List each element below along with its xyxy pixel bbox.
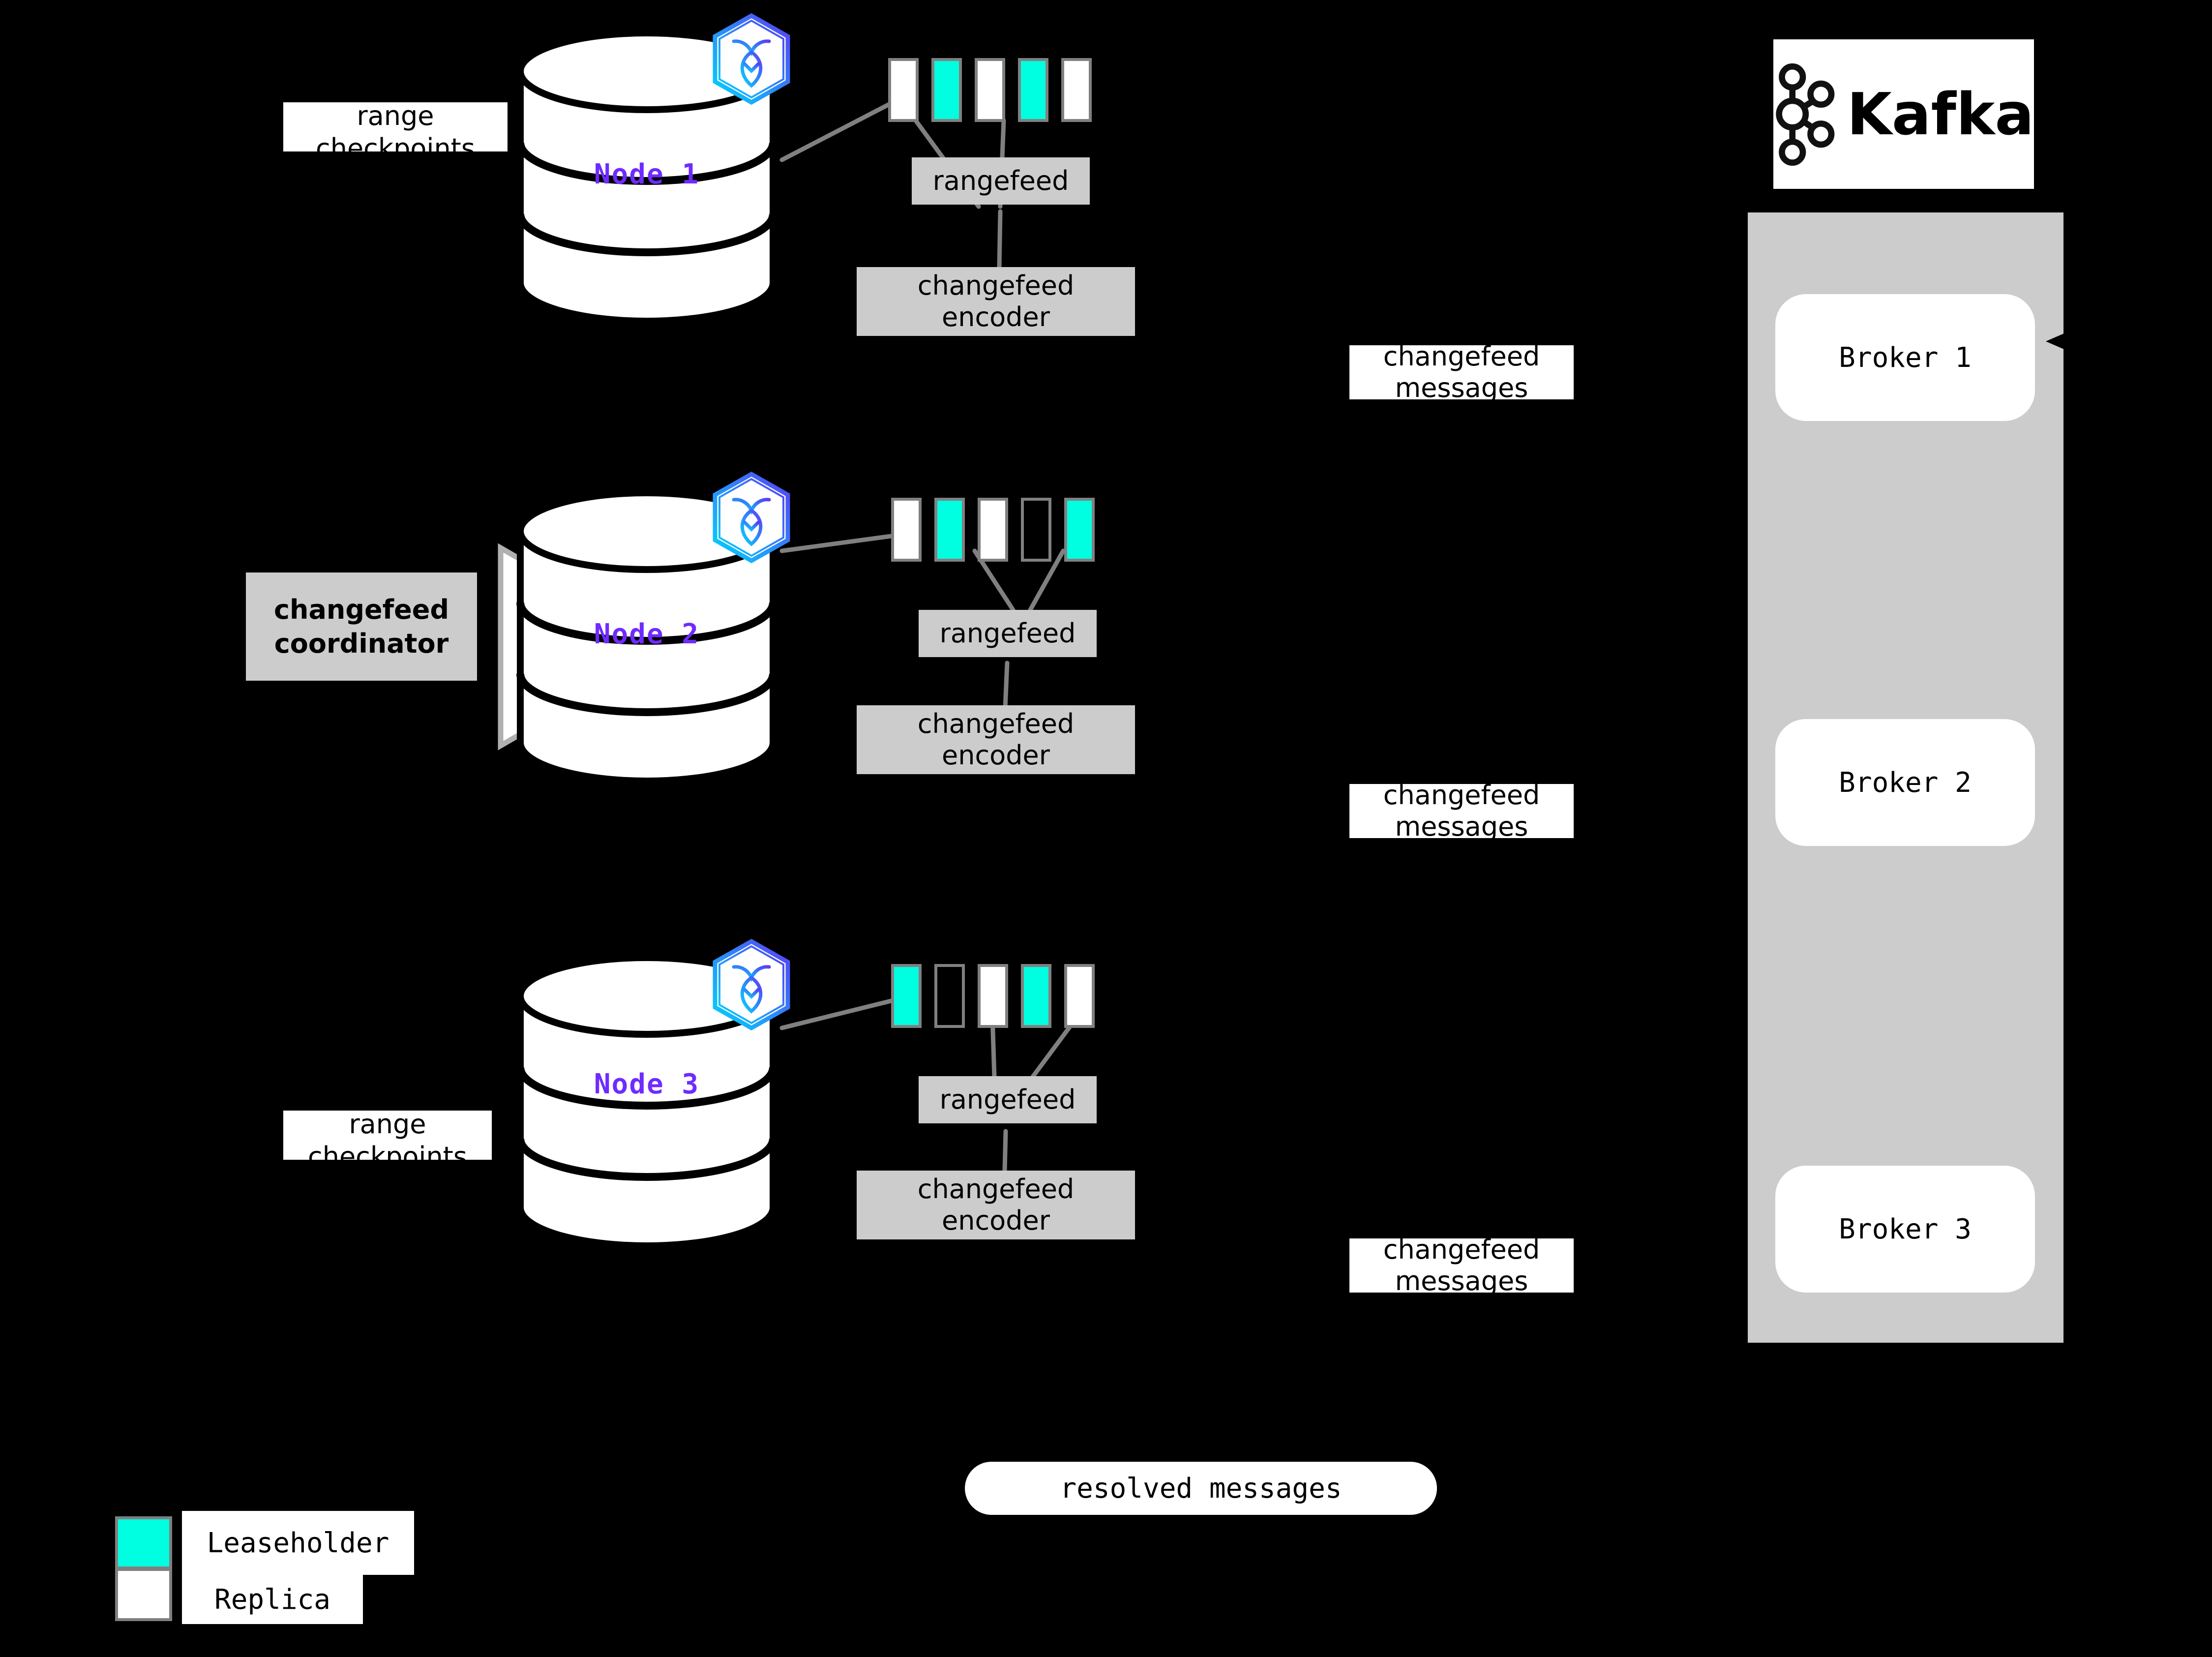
broker-1[interactable]: Broker 1 — [1775, 294, 2035, 421]
range-cell[interactable] — [978, 964, 1008, 1028]
rangefeed-box-node1[interactable]: rangefeed — [912, 157, 1090, 205]
changefeed-encoder-box-node1[interactable]: changefeed encoder — [857, 267, 1135, 336]
changefeed-messages-label-1: changefeed messages — [1349, 341, 1574, 403]
range-row-node2 — [891, 498, 1127, 562]
changefeed-messages-label-2: changefeed messages — [1349, 780, 1574, 842]
message-line-1: changefeed — [1383, 1234, 1540, 1265]
range-cell[interactable] — [888, 58, 919, 122]
legend-swatch-leaseholder — [115, 1516, 172, 1569]
range-cell[interactable] — [978, 498, 1008, 562]
range-cell[interactable] — [1021, 498, 1051, 562]
range-row-node3 — [891, 964, 1127, 1028]
encoder-line-2: encoder — [942, 740, 1050, 771]
range-cell[interactable] — [975, 58, 1005, 122]
kafka-logo: Kafka — [1773, 39, 2034, 189]
range-cell[interactable] — [891, 964, 922, 1028]
legend-label-leaseholder: Leaseholder — [182, 1511, 414, 1575]
changefeed-encoder-box-node3[interactable]: changefeed encoder — [857, 1171, 1135, 1239]
broker-2[interactable]: Broker 2 — [1775, 719, 2035, 846]
range-cell[interactable] — [1021, 964, 1051, 1028]
range-cell[interactable] — [1018, 58, 1048, 122]
message-line-1: changefeed — [1383, 780, 1540, 811]
coordinator-line-1: changefeed — [273, 594, 449, 625]
changefeed-messages-label-3: changefeed messages — [1349, 1234, 1574, 1296]
coordinator-line-2: coordinator — [274, 628, 449, 659]
range-cell[interactable] — [1064, 964, 1095, 1028]
broker-3[interactable]: Broker 3 — [1775, 1166, 2035, 1293]
node-cylinder-2[interactable]: Node 2 — [515, 489, 778, 784]
encoder-line-1: changefeed — [917, 1174, 1075, 1205]
message-line-2: messages — [1395, 372, 1528, 403]
encoder-line-2: encoder — [942, 1205, 1050, 1236]
range-checkpoints-label-node1: range checkpoints — [283, 100, 508, 164]
resolved-messages-pill[interactable]: resolved messages — [965, 1462, 1437, 1515]
legend-label-replica: Replica — [182, 1575, 363, 1624]
range-cell[interactable] — [1064, 498, 1095, 562]
encoder-line-1: changefeed — [917, 708, 1075, 740]
message-line-1: changefeed — [1383, 341, 1540, 372]
range-cell[interactable] — [934, 498, 965, 562]
message-line-2: messages — [1395, 1265, 1528, 1296]
legend-swatch-replica — [115, 1568, 172, 1621]
range-cell[interactable] — [891, 498, 922, 562]
rangefeed-box-node2[interactable]: rangefeed — [919, 610, 1097, 657]
range-row-node1 — [888, 58, 1124, 122]
cockroachdb-hexagon-icon — [709, 13, 794, 105]
encoder-line-1: changefeed — [917, 270, 1075, 301]
range-cell[interactable] — [934, 964, 965, 1028]
range-cell[interactable] — [1061, 58, 1092, 122]
kafka-node-graph-icon — [1776, 63, 1835, 166]
range-cell[interactable] — [931, 58, 962, 122]
kafka-wordmark: Kafka — [1847, 80, 2034, 148]
rangefeed-box-node3[interactable]: rangefeed — [919, 1076, 1097, 1123]
cockroachdb-hexagon-icon — [709, 471, 794, 564]
changefeed-coordinator-box[interactable]: changefeed coordinator — [246, 572, 477, 681]
message-line-2: messages — [1395, 811, 1528, 842]
changefeed-encoder-box-node2[interactable]: changefeed encoder — [857, 705, 1135, 774]
incoming-arrow-head — [2046, 329, 2075, 354]
node-cylinder-1[interactable]: Node 1 — [515, 30, 778, 325]
encoder-line-2: encoder — [942, 301, 1050, 332]
cockroachdb-hexagon-icon — [709, 938, 794, 1031]
range-checkpoints-label-node3: range checkpoints — [283, 1109, 492, 1172]
